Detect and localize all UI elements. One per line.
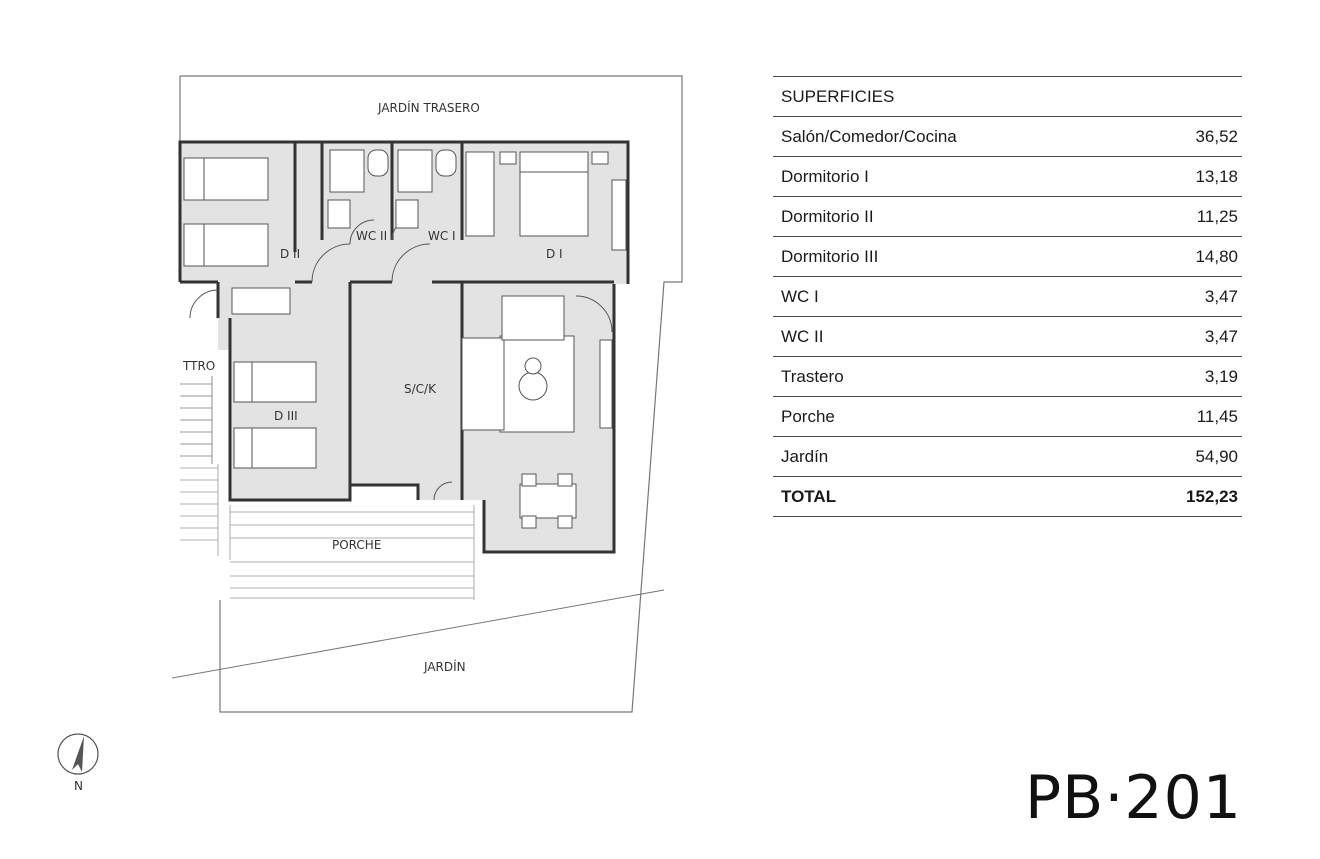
label-wc2: WC II (356, 229, 387, 243)
row-value: 3,47 (1204, 286, 1238, 306)
row-name: Dormitorio III (781, 246, 879, 266)
table-row: Dormitorio III 14,80 (773, 237, 1242, 277)
label-sck: S/C/K (404, 382, 437, 396)
row-name: Dormitorio II (781, 206, 874, 226)
coffee-table (518, 371, 548, 401)
label-d1: D I (546, 247, 563, 261)
wc2-sink (327, 199, 351, 229)
total-value: 152,23 (1186, 486, 1238, 506)
label-jardin: JARDÍN (423, 659, 466, 674)
row-value: 14,80 (1195, 246, 1238, 266)
row-value: 36,52 (1195, 126, 1238, 146)
row-value: 11,25 (1196, 206, 1238, 226)
label-wc1: WC I (428, 229, 456, 243)
floor-plan: JARDÍN TRASERO D II D I WC II WC I TTRO … (57, 75, 683, 793)
door-swings (189, 217, 613, 501)
wc1-toilet (435, 149, 457, 177)
site-boundary (180, 75, 683, 713)
plan-code: PB·201 (1025, 763, 1242, 833)
row-value: 54,90 (1195, 446, 1238, 466)
wc1-sink (395, 199, 419, 229)
sofa (461, 337, 505, 431)
label-ttro: TTRO (182, 359, 215, 373)
label-d2: D II (280, 247, 300, 261)
row-value: 11,45 (1196, 406, 1238, 426)
label-porche: PORCHE (332, 538, 381, 552)
table-row: Jardín 54,90 (773, 437, 1242, 477)
dining-table (519, 483, 577, 519)
label-jardin-trasero: JARDÍN TRASERO (377, 100, 480, 115)
row-value: 3,47 (1204, 326, 1238, 346)
row-name: Salón/Comedor/Cocina (781, 126, 957, 146)
total-label: TOTAL (781, 486, 837, 506)
table-row: Dormitorio I 13,18 (773, 157, 1242, 197)
table-total-row: TOTAL 152,23 (773, 477, 1242, 517)
row-value: 13,18 (1195, 166, 1238, 186)
table-row: Porche 11,45 (773, 397, 1242, 437)
armchair (501, 295, 565, 341)
table-row: WC II 3,47 (773, 317, 1242, 357)
compass-icon: N (57, 733, 99, 793)
row-name: WC I (781, 286, 819, 306)
furniture (183, 149, 627, 529)
row-name: Dormitorio I (781, 166, 869, 186)
wc2-shower (329, 149, 365, 193)
row-name: Porche (781, 406, 835, 426)
wc2-toilet (367, 149, 389, 177)
wc1-shower (397, 149, 433, 193)
porch-lines (180, 464, 475, 600)
table-row: Trastero 3,19 (773, 357, 1242, 397)
label-d3: D III (274, 409, 298, 423)
compass-north-label: N (74, 779, 83, 793)
tv-unit (599, 339, 613, 429)
row-value: 3,19 (1204, 366, 1238, 386)
table-header-label: SUPERFICIES (781, 86, 895, 106)
table-row: Dormitorio II 11,25 (773, 197, 1242, 237)
site-diagonal-line (171, 589, 665, 679)
storage-stairs (180, 376, 213, 464)
table-header: SUPERFICIES (773, 76, 1242, 117)
row-name: Jardín (781, 446, 829, 466)
table-row: Salón/Comedor/Cocina 36,52 (773, 117, 1242, 157)
row-name: Trastero (781, 366, 844, 386)
row-name: WC II (781, 326, 824, 346)
table-row: WC I 3,47 (773, 277, 1242, 317)
